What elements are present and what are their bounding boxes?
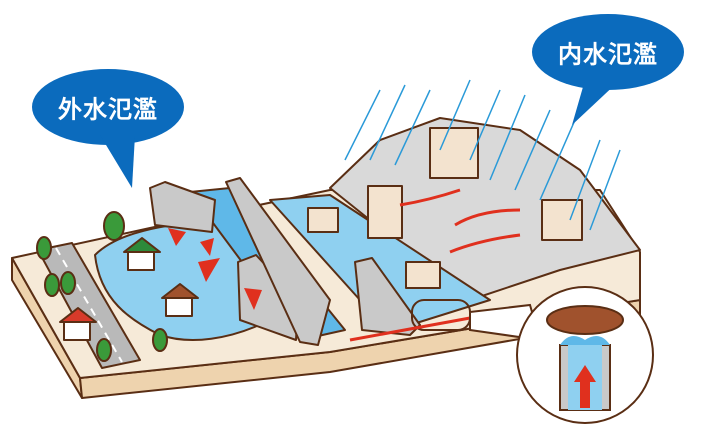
bubble-internal bbox=[532, 14, 684, 125]
buildings bbox=[307, 127, 583, 289]
right-levee bbox=[354, 257, 421, 336]
external-flood-label: 外水氾濫 bbox=[58, 95, 158, 124]
manhole-magnifier bbox=[469, 286, 654, 424]
flow-arrows bbox=[168, 228, 262, 310]
left-levee bbox=[149, 181, 216, 233]
rain bbox=[344, 79, 621, 231]
bubble-external bbox=[32, 69, 184, 188]
internal-flood-label: 内水氾濫 bbox=[558, 40, 658, 69]
trees bbox=[36, 211, 168, 362]
houses bbox=[59, 237, 199, 341]
runoff-arrows bbox=[349, 188, 521, 342]
central-levee bbox=[225, 177, 331, 346]
